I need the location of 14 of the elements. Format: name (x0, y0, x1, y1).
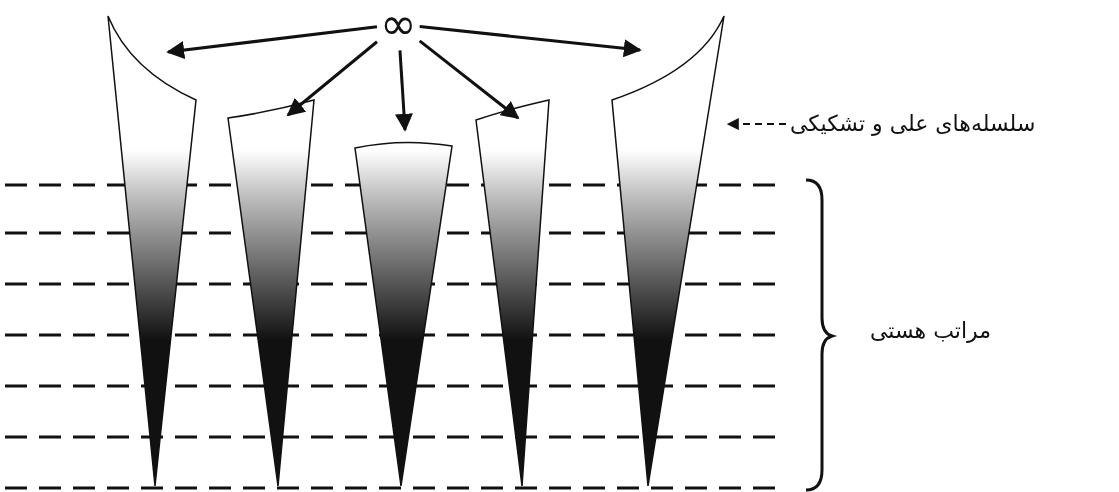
arrow (419, 24, 642, 58)
side-label: مراتب هستی (870, 318, 991, 343)
arrow (726, 118, 787, 131)
infinity-symbol: ∞ (380, 0, 417, 49)
cone-shape (354, 141, 453, 487)
cone-shape (475, 99, 550, 487)
arrow (395, 50, 413, 132)
arrow (286, 40, 378, 117)
arrow (166, 25, 378, 59)
node-label: سلسله‌های علی و تشکیکی (790, 112, 1036, 137)
arrow (418, 39, 520, 120)
cone-shape (611, 15, 725, 487)
cone-shape (107, 15, 197, 487)
cone-shape (227, 99, 315, 487)
